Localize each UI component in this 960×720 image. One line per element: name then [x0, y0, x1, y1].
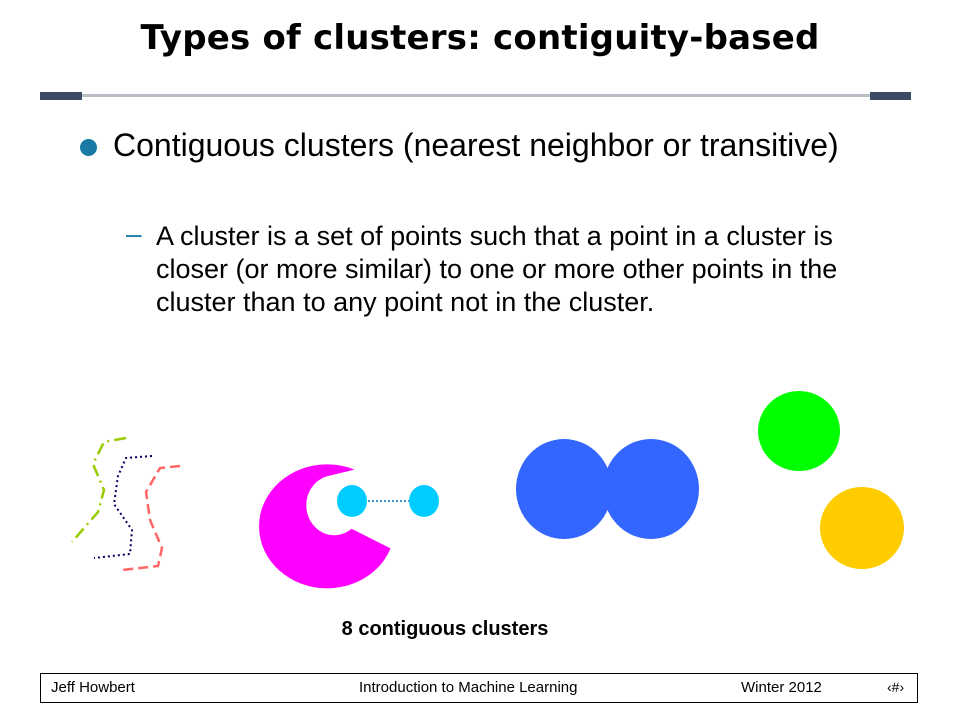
yellow-circle-cluster — [820, 487, 904, 569]
main-bullet-text: Contiguous clusters (nearest neighbor or… — [113, 127, 839, 163]
pink-curve-cluster — [121, 464, 181, 572]
navy-curve-cluster — [93, 455, 153, 559]
footer-term: Winter 2012 — [741, 679, 822, 696]
magenta-c-cluster — [259, 464, 391, 589]
footer-page-number: ‹#› — [887, 679, 905, 695]
lime-curve-cluster — [71, 436, 127, 543]
slide-footer: Jeff Howbert Introduction to Machine Lea… — [40, 673, 918, 703]
bullet-dot-icon — [80, 139, 97, 156]
cyan-dot-right — [409, 485, 439, 517]
figure-caption: 8 contiguous clusters — [341, 618, 549, 640]
sub-bullet-dash: – — [126, 218, 142, 249]
green-circle-cluster — [758, 391, 840, 471]
title-rule-left-accent — [40, 92, 82, 100]
slide-title: Types of clusters: contiguity-based — [140, 18, 820, 58]
blue-circle-left — [516, 439, 612, 539]
sub-bullet-text: A cluster is a set of points such that a… — [156, 221, 838, 317]
title-rule-line — [82, 94, 870, 97]
footer-author: Jeff Howbert — [51, 679, 135, 696]
clusters-figure — [71, 391, 904, 589]
blue-circle-right — [603, 439, 699, 539]
cyan-dot-left — [337, 485, 367, 517]
footer-course: Introduction to Machine Learning — [359, 679, 578, 696]
title-rule-right-accent — [870, 92, 911, 100]
